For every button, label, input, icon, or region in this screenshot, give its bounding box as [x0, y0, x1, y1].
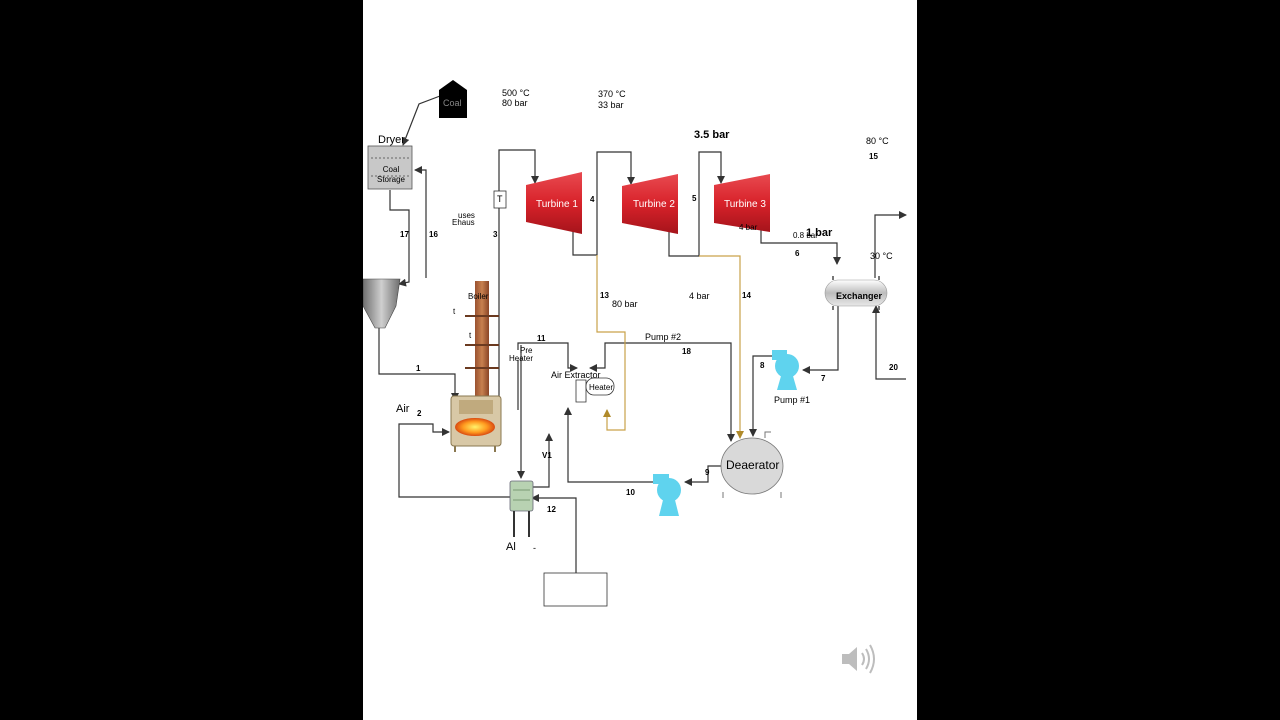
air-inlet-unit	[509, 480, 534, 537]
stream-20: 20	[889, 363, 898, 372]
pipe-12	[531, 494, 577, 573]
stream-13: 13	[600, 291, 609, 300]
coal-storage	[367, 145, 413, 190]
label-bar-low: 0.8 bar	[793, 231, 818, 240]
label-cold-temp: 30 °C	[870, 251, 893, 261]
label-t2-temp: 370 °C	[598, 89, 626, 99]
label-mid-80bar: 80 bar	[612, 299, 638, 309]
coal-hopper	[363, 278, 401, 329]
label-exchanger: Exchanger	[836, 291, 883, 301]
pipe-2	[398, 423, 510, 498]
pump-2	[653, 474, 681, 516]
pipe-13	[596, 255, 626, 431]
label-t1-temp: 500 °C	[502, 88, 530, 98]
stream-10: 10	[626, 488, 635, 497]
pipe-8	[749, 355, 772, 437]
label-coal-storage: Coal Storage	[376, 165, 406, 184]
heat-exchanger	[824, 276, 888, 310]
pipe-3	[498, 149, 539, 410]
label-turbine-1: Turbine 1	[536, 199, 578, 210]
stream-7: 7	[821, 374, 826, 383]
pipe-20	[872, 305, 906, 380]
air-extractor	[575, 377, 615, 403]
thermocouple	[493, 190, 507, 209]
stream-8: 8	[760, 361, 765, 370]
turbine-3	[714, 174, 770, 232]
feed-box	[543, 572, 608, 607]
pipe-16	[414, 166, 427, 278]
turbine-2	[622, 174, 678, 234]
power-plant-diagram	[363, 80, 907, 607]
stream-2: 2	[417, 409, 422, 418]
deaerator	[720, 431, 784, 498]
pipe-1	[378, 328, 459, 401]
label-deaerator: Deaerator	[726, 458, 780, 472]
label-one-bar: 1 bar	[806, 227, 833, 239]
label-pre-heater: Heater	[509, 354, 534, 363]
stream-3: 3	[493, 230, 498, 239]
label-pump-2: Pump #2	[645, 332, 682, 342]
label-boiler-t1: t	[453, 307, 456, 316]
label-t2-press: 33 bar	[598, 100, 624, 110]
pipe-7	[802, 306, 839, 374]
pipe-to-extractor	[589, 355, 606, 372]
label-turbine-2: Turbine 2	[633, 199, 675, 210]
pipe-v1	[532, 433, 553, 488]
pump-1	[772, 350, 799, 390]
label-dash: -	[533, 543, 536, 553]
pipe-cooling-out	[874, 211, 907, 278]
pipe-5	[668, 151, 725, 257]
label-air: Air	[396, 403, 410, 415]
turbine-1	[526, 172, 582, 234]
pipe-14	[699, 255, 744, 439]
label-ai: Al	[506, 541, 516, 553]
stream-18: 18	[682, 347, 691, 356]
label-dryer: Dryer	[378, 134, 405, 146]
label-right-num: 15	[869, 152, 878, 161]
stream-14: 14	[742, 291, 751, 300]
pipe-17	[389, 190, 410, 287]
stream-16: 16	[429, 230, 438, 239]
stream-9: 9	[705, 468, 710, 477]
label-mid-4bar: 4 bar	[689, 291, 710, 301]
label-t1-press: 80 bar	[502, 98, 528, 108]
label-pre: Pre	[520, 346, 533, 355]
label-v1: V1	[542, 451, 552, 460]
stream-17: 17	[400, 230, 409, 239]
pipe-18	[604, 342, 735, 442]
label-pump-1: Pump #1	[774, 395, 811, 405]
label-boiler: Boiler	[468, 292, 489, 301]
boiler	[450, 281, 502, 452]
stream-6: 6	[795, 249, 800, 258]
label-heater: Heater	[589, 383, 614, 392]
pipe-11	[517, 342, 578, 372]
stream-12: 12	[547, 505, 556, 514]
stream-5: 5	[692, 194, 697, 203]
pipe-coal-to-dryer	[401, 95, 441, 146]
pipe-10	[564, 407, 655, 483]
pipe-4	[572, 151, 635, 256]
label-uses: uses	[458, 211, 475, 220]
speaker-icon[interactable]	[840, 642, 878, 676]
coal-silo	[439, 80, 467, 118]
stream-1: 1	[416, 364, 421, 373]
label-turbine-3: Turbine 3	[724, 199, 766, 210]
label-air-extractor: Air Extractor	[551, 370, 601, 380]
label-four-bar-small: 4 bar	[739, 223, 758, 232]
slide: 500 °C 80 bar 370 °C 33 bar 3.5 bar 80 °…	[363, 0, 917, 720]
pipe-9	[684, 465, 723, 486]
label-coal: Coal	[443, 98, 462, 108]
label-boiler-t2: t	[469, 331, 472, 340]
label-t3-press: 3.5 bar	[694, 129, 730, 141]
label-thermo: T	[497, 194, 503, 204]
pipe-6	[760, 230, 841, 265]
label-right-temp: 80 °C	[866, 136, 889, 146]
stream-4: 4	[590, 195, 595, 204]
stream-11: 11	[537, 334, 546, 343]
label-ehaus: Ehaus	[452, 218, 475, 227]
